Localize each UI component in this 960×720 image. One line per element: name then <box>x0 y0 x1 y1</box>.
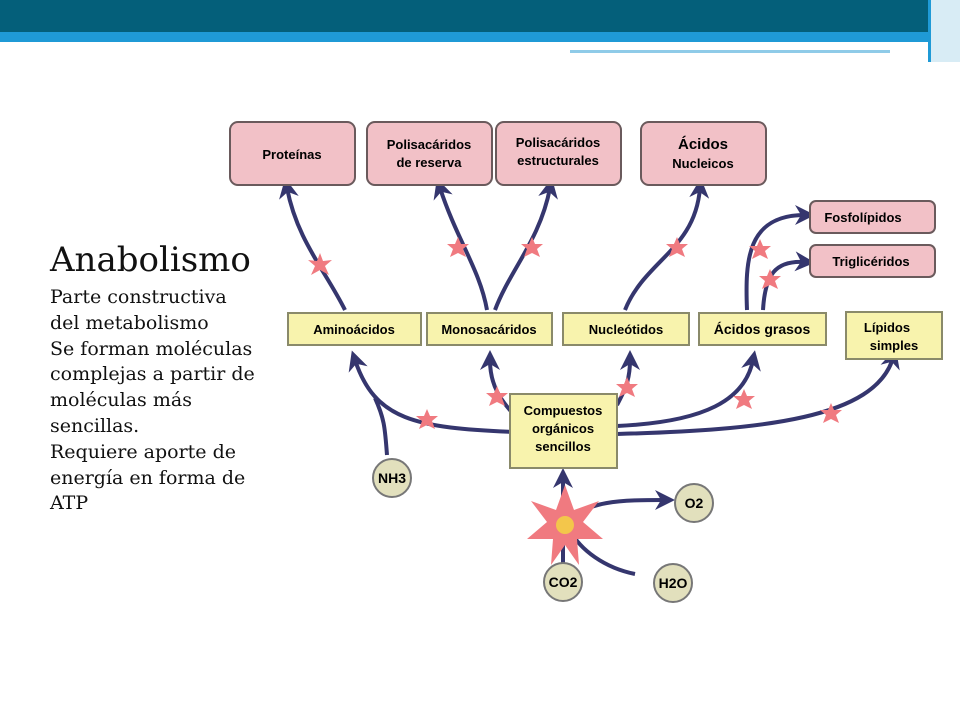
header-strip-light <box>570 44 890 53</box>
box-acidos-nucleicos-label-1: Ácidos <box>678 136 728 153</box>
box-acidos-grasos-shape <box>698 312 827 346</box>
molecule-nh3-label: NH3 <box>378 470 406 486</box>
box-compuestos-organicos: Compuestos orgánicos sencillos <box>509 393 618 469</box>
box-lipidos-simples-label-2: simples <box>870 338 918 353</box>
energy-star-icon <box>733 389 755 409</box>
box-compuestos-label-1: Compuestos <box>524 403 603 418</box>
box-fosfolipidos-shape <box>809 200 936 234</box>
box-compuestos-organicos-shape <box>509 393 618 469</box>
box-polisacaridos-estructurales-shape <box>495 121 622 186</box>
box-monosacaridos: Monosacáridos <box>426 312 553 346</box>
box-acidos-grasos: Ácidos grasos <box>698 312 827 346</box>
molecule-o2-shape <box>674 483 714 523</box>
arrow-center-acidos-grasos <box>616 350 761 428</box>
slide-text: Parte constructiva del metabolismo Se fo… <box>50 285 285 517</box>
slide-title: Anabolismo <box>50 240 251 280</box>
box-polisacaridos-estructurales: Polisacáridos estructurales <box>495 121 622 186</box>
slide-line: Requiere aporte de <box>50 440 236 463</box>
slide-line: del metabolismo <box>50 311 209 334</box>
header-strip <box>0 32 960 42</box>
box-polisacaridos-estructurales-label-2: estructurales <box>517 153 599 168</box>
arrow-monosacaridos-reserva <box>433 178 489 311</box>
arrow-acidos-grasos-fosfolipidos <box>744 205 815 311</box>
energy-star-icon <box>447 237 469 257</box>
big-energy-star-core <box>556 516 574 534</box>
molecule-o2: O2 <box>674 483 714 523</box>
box-acidos-nucleicos-shape <box>640 121 767 186</box>
molecule-co2-shape <box>543 562 583 602</box>
header-edge-right <box>928 0 960 62</box>
slide-line: sencillas. <box>50 414 140 437</box>
box-polisacaridos-reserva: Polisacáridos de reserva <box>366 121 493 186</box>
box-acidos-nucleicos: Ácidos Nucleicos <box>640 121 767 186</box>
box-nucleotidos-shape <box>562 312 690 346</box>
molecule-h2o-shape <box>653 563 693 603</box>
slide-line: moléculas más <box>50 389 192 412</box>
slide-line: ATP <box>50 492 89 515</box>
box-acidos-grasos-label: Ácidos grasos <box>714 321 811 337</box>
box-compuestos-label-3: sencillos <box>535 439 591 454</box>
molecule-h2o-label: H2O <box>659 575 688 591</box>
box-proteinas-shape <box>229 121 356 186</box>
arrow-monosacaridos-estructurales <box>493 178 558 311</box>
arrow-nh3-branch <box>373 397 389 456</box>
slide-line: Parte constructiva <box>50 286 227 308</box>
box-trigliceridos-shape <box>809 244 936 278</box>
molecule-o2-label: O2 <box>685 495 704 511</box>
header-band <box>0 0 960 32</box>
box-lipidos-simples-shape <box>845 311 943 360</box>
box-proteinas: Proteínas <box>229 121 356 186</box>
anabolism-diagram: Proteínas Polisacáridos de reserva Polis… <box>229 121 943 603</box>
box-aminoacidos-shape <box>287 312 422 346</box>
energy-star-icon <box>416 409 438 429</box>
box-fosfolipidos: Fosfolípidos <box>809 200 936 234</box>
box-lipidos-simples: Lípidos simples <box>845 311 943 360</box>
arrow-center-lipidos-simples <box>616 348 900 436</box>
box-polisacaridos-reserva-label-2: de reserva <box>396 155 462 170</box>
box-nucleotidos: Nucleótidos <box>562 312 690 346</box>
arrows-layer <box>279 178 900 576</box>
box-acidos-nucleicos-label-2: Nucleicos <box>672 156 733 171</box>
box-monosacaridos-shape <box>426 312 553 346</box>
box-polisacaridos-reserva-shape <box>366 121 493 186</box>
box-lipidos-simples-label-1: Lípidos <box>864 320 910 335</box>
arrow-aminoacidos-proteinas <box>279 178 347 311</box>
box-trigliceridos: Triglicéridos <box>809 244 936 278</box>
arrow-center-aminoacidos <box>348 350 516 434</box>
box-nucleotidos-label: Nucleótidos <box>589 322 663 337</box>
arrow-acidos-grasos-trigliceridos <box>761 251 815 311</box>
box-polisacaridos-reserva-label-1: Polisacáridos <box>387 137 472 152</box>
big-energy-star-icon <box>527 485 603 565</box>
monomer-boxes: Aminoácidos Monosacáridos Nucleótidos Ác… <box>287 311 943 360</box>
energy-star-icon <box>820 403 842 423</box>
box-polisacaridos-estructurales-label-1: Polisacáridos <box>516 135 601 150</box>
energy-star-icon <box>749 239 771 259</box>
slide-line: complejas a partir de <box>50 363 255 386</box>
box-aminoacidos-label: Aminoácidos <box>313 322 395 337</box>
slide-line: energía en forma de <box>50 466 246 489</box>
slide-line: Se forman moléculas <box>50 337 253 360</box>
energy-star-icon <box>486 386 508 406</box>
molecule-nh3: NH3 <box>372 458 412 498</box>
box-fosfolipidos-label: Fosfolípidos <box>824 210 901 225</box>
energy-stars <box>308 237 842 565</box>
box-aminoacidos: Aminoácidos <box>287 312 422 346</box>
arrow-nucleotidos-acidos-nucleicos <box>623 178 710 311</box>
molecule-nh3-shape <box>372 458 412 498</box>
energy-star-icon <box>759 269 781 289</box>
molecule-h2o: H2O <box>653 563 693 603</box>
energy-star-icon <box>308 253 332 275</box>
energy-star-icon <box>666 237 688 257</box>
molecule-co2-label: CO2 <box>549 574 578 590</box>
box-compuestos-label-2: orgánicos <box>532 421 594 436</box>
box-proteinas-label: Proteínas <box>262 147 321 162</box>
box-trigliceridos-label: Triglicéridos <box>832 254 909 269</box>
box-monosacaridos-label: Monosacáridos <box>441 322 536 337</box>
molecule-co2: CO2 <box>543 562 583 602</box>
energy-star-icon <box>616 377 638 397</box>
product-boxes: Proteínas Polisacáridos de reserva Polis… <box>229 121 936 278</box>
energy-star-icon <box>521 237 543 257</box>
